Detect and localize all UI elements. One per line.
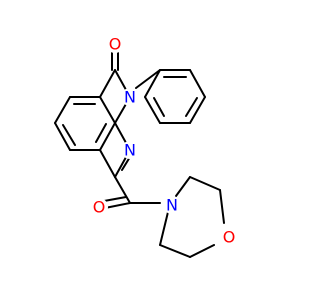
bond <box>189 96 206 124</box>
bond <box>104 202 131 209</box>
molecule-diagram: O N N O N O <box>54 34 238 258</box>
bond <box>144 69 161 98</box>
bond <box>99 96 116 124</box>
bond <box>103 196 127 202</box>
bond <box>189 69 206 98</box>
bond <box>99 69 116 98</box>
atom-o-carbonyl: O <box>109 35 122 54</box>
bond <box>99 122 116 151</box>
bond <box>99 149 116 178</box>
bond <box>175 176 191 197</box>
atom-labels: O N N O N O <box>90 35 238 247</box>
bond <box>54 96 71 124</box>
atom-n-morpholine: N <box>166 196 178 215</box>
bond <box>189 176 221 191</box>
structure-svg: O N N O N O <box>54 34 238 258</box>
bond <box>219 189 225 224</box>
bonds <box>54 49 225 258</box>
atom-n2: N <box>124 88 136 107</box>
bond <box>153 97 165 117</box>
bond <box>135 69 161 89</box>
bond <box>144 96 161 124</box>
atom-o-morpholine: O <box>223 228 236 247</box>
bond <box>159 244 191 258</box>
bond <box>185 97 198 117</box>
bond <box>95 123 107 143</box>
atom-o-amide: O <box>93 198 106 217</box>
bond <box>114 176 131 204</box>
atom-n3: N <box>124 141 136 160</box>
bond <box>159 211 169 246</box>
bond <box>62 124 76 146</box>
bond <box>189 244 215 258</box>
bond <box>54 122 71 151</box>
